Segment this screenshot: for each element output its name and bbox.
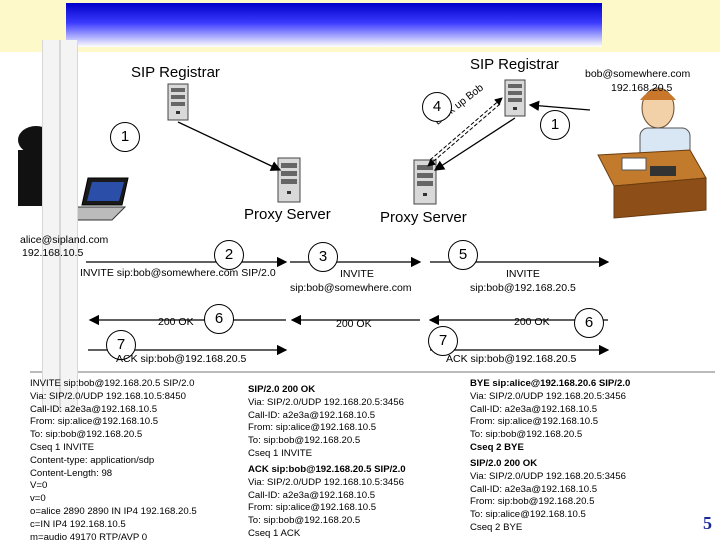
step-circle: 6 — [204, 304, 234, 334]
message-line: INVITE sip:bob@192.168.20.5 SIP/2.0 — [30, 378, 195, 389]
message-line: c=IN IP4 192.168.10.5 — [30, 518, 126, 530]
message-line: From: sip:alice@192.168.10.5 — [30, 416, 159, 428]
title-band — [66, 3, 602, 47]
message-line: Via: SIP/2.0/UDP 192.168.20.5:3456 — [248, 396, 404, 408]
message-line: Call-ID: a2e3a@192.168.10.5 — [248, 489, 376, 501]
step-circle: 1 — [110, 122, 140, 152]
ack-label: ACK sip:bob@192.168.20.5 — [116, 353, 247, 365]
ok-bye-message-block: SIP/2.0 200 OK Via: SIP/2.0/UDP 192.168.… — [470, 458, 626, 535]
ack-label: ACK sip:bob@192.168.20.5 — [446, 353, 577, 365]
message-line: To: sip:bob@192.168.20.5 — [248, 515, 361, 527]
message-line: Cseq 1 INVITE — [248, 447, 312, 459]
message-line: From: sip:alice@192.168.10.5 — [248, 502, 377, 514]
bob-address: bob@somewhere.com — [585, 68, 691, 80]
overlay-bar — [60, 40, 78, 412]
overlay-bar — [42, 40, 60, 412]
message-line: Cseq 1 INVITE — [30, 441, 94, 453]
invite-message-block: INVITE sip:bob@192.168.20.5 SIP/2.0 Via:… — [30, 378, 197, 544]
message-line: SIP/2.0 200 OK — [248, 384, 316, 395]
message-line: To: sip:bob@192.168.20.5 — [248, 435, 361, 447]
registrar-left-server-icon — [167, 83, 189, 121]
alice-ip: 192.168.10.5 — [22, 247, 84, 259]
ok-label: 200 OK — [336, 318, 372, 330]
invite-label: INVITE — [340, 268, 374, 280]
message-line: To: sip:bob@192.168.20.5 — [30, 429, 143, 441]
message-line: To: sip:alice@192.168.10.5 — [470, 509, 586, 521]
message-line: Call-ID: a2e3a@192.168.10.5 — [470, 403, 598, 415]
message-line: Cseq 2 BYE — [470, 521, 523, 533]
message-line: Cseq 1 ACK — [248, 527, 301, 539]
message-line: Content-Length: 98 — [30, 467, 113, 479]
proxy-right-label: Proxy Server — [380, 209, 467, 226]
step-circle: 1 — [540, 110, 570, 140]
step-circle: 5 — [448, 240, 478, 270]
message-line: Content-type: application/sdp — [30, 454, 155, 466]
ok-label: 200 OK — [514, 316, 550, 328]
message-line: Call-ID: a2e3a@192.168.10.5 — [470, 483, 598, 495]
ok-label: 200 OK — [158, 316, 194, 328]
invite-label: sip:bob@192.168.20.5 — [470, 282, 576, 294]
message-line: BYE sip:alice@192.168.20.6 SIP/2.0 — [470, 378, 631, 389]
ack-message-block: ACK sip:bob@192.168.20.5 SIP/2.0 Via: SI… — [248, 464, 406, 541]
message-line: Via: SIP/2.0/UDP 192.168.20.5:3456 — [470, 390, 626, 402]
step-circle: 7 — [106, 330, 136, 360]
bob-ip: 192.168.20.5 — [611, 82, 673, 94]
registrar-left-label: SIP Registrar — [131, 64, 220, 81]
message-line: o=alice 2890 2890 IN IP4 192.168.20.5 — [30, 505, 197, 517]
desk-icon — [597, 149, 707, 219]
step-circle: 2 — [214, 240, 244, 270]
invite-label: INVITE — [506, 268, 540, 280]
invite-label: INVITE sip:bob@somewhere.com SIP/2.0 — [80, 267, 276, 279]
message-line: m=audio 49170 RTP/AVP 0 — [30, 531, 148, 543]
message-line: ACK sip:bob@192.168.20.5 SIP/2.0 — [248, 464, 406, 475]
step-circle: 7 — [428, 326, 458, 356]
message-line: V=0 — [30, 480, 48, 492]
registrar-right-label: SIP Registrar — [470, 56, 559, 73]
proxy-left-label: Proxy Server — [244, 206, 331, 223]
message-line: From: sip:alice@192.168.10.5 — [248, 422, 377, 434]
invite-label: sip:bob@somewhere.com — [290, 282, 412, 294]
message-line: Via: SIP/2.0/UDP 192.168.10.5:8450 — [30, 390, 186, 402]
step-circle: 3 — [308, 242, 338, 272]
registrar-right-server-icon — [504, 79, 526, 117]
bye-message-block: BYE sip:alice@192.168.20.6 SIP/2.0 Via: … — [470, 378, 630, 455]
message-line: From: sip:alice@192.168.10.5 — [470, 416, 599, 428]
ok-invite-message-block: SIP/2.0 200 OK Via: SIP/2.0/UDP 192.168.… — [248, 384, 404, 461]
message-line: SIP/2.0 200 OK — [470, 458, 538, 469]
page-number: 5 — [703, 513, 712, 533]
message-line: To: sip:bob@192.168.20.5 — [470, 429, 583, 441]
step-circle: 6 — [574, 308, 604, 338]
message-line: Via: SIP/2.0/UDP 192.168.20.5:3456 — [470, 470, 626, 482]
message-line: Cseq 2 BYE — [470, 441, 524, 453]
proxy-left-server-icon — [277, 157, 301, 203]
message-line: v=0 — [30, 493, 46, 505]
alice-address: alice@sipland.com — [20, 234, 109, 246]
message-line: From: sip:bob@192.168.20.5 — [470, 496, 595, 508]
message-line: Via: SIP/2.0/UDP 192.168.10.5:3456 — [248, 476, 404, 488]
step-circle: 4 — [422, 92, 452, 122]
proxy-right-server-icon — [413, 159, 437, 205]
message-line: Call-ID: a2e3a@192.168.10.5 — [30, 403, 158, 415]
message-line: Call-ID: a2e3a@192.168.10.5 — [248, 409, 376, 421]
